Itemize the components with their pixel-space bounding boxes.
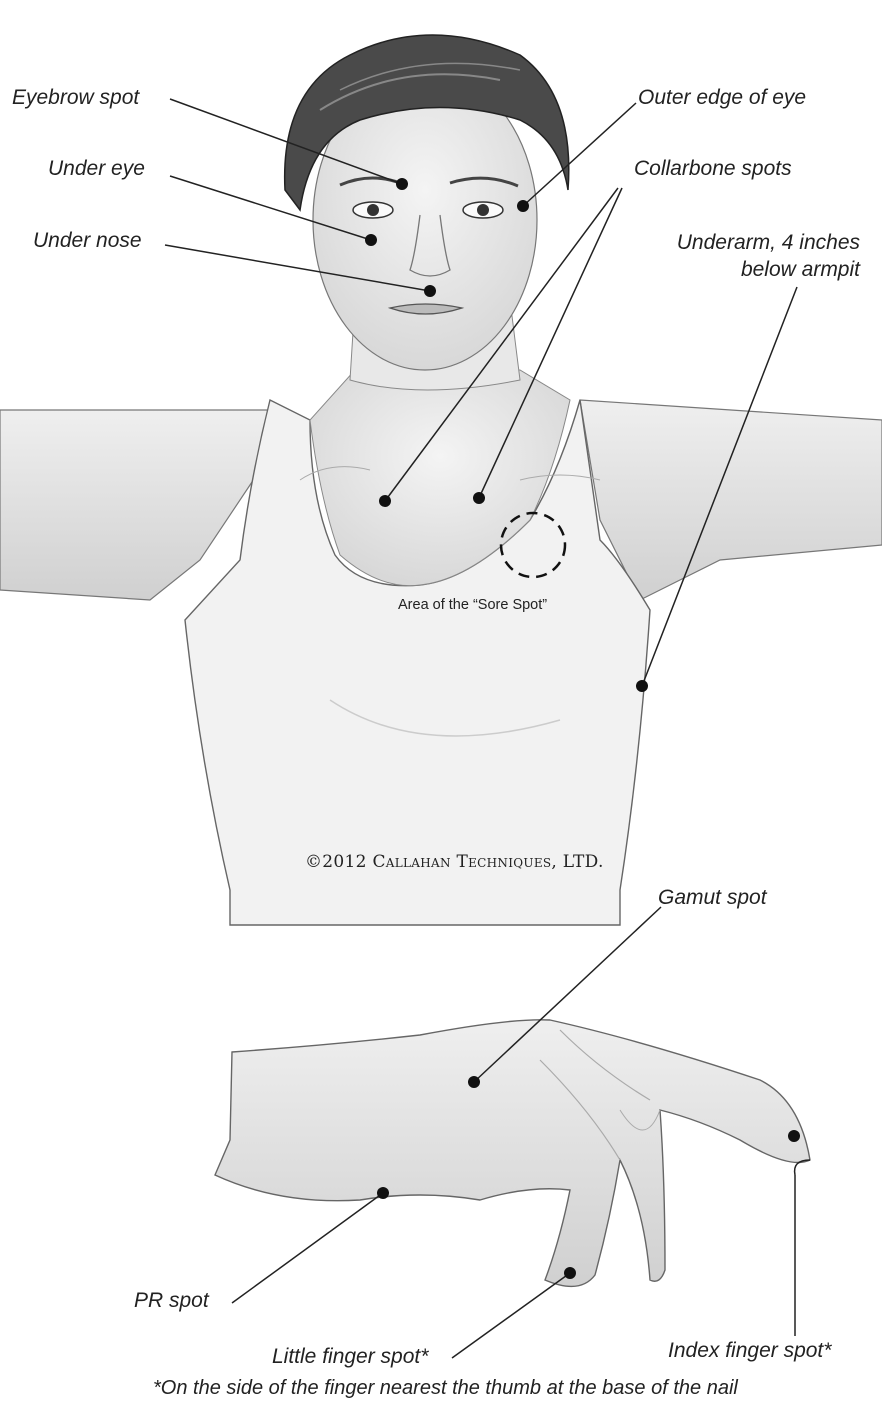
eyebrow-point: [396, 178, 408, 190]
copyright-text: ©2012 Callahan Techniques, LTD.: [305, 852, 604, 872]
little-finger-point: [564, 1267, 576, 1279]
forearm: [215, 1020, 810, 1287]
label-under-nose: Under nose: [33, 230, 142, 251]
label-little-finger-spot: Little finger spot*: [272, 1346, 428, 1367]
label-outer-edge-of-eye: Outer edge of eye: [638, 87, 806, 108]
label-sore-spot-area: Area of the “Sore Spot”: [398, 597, 547, 613]
label-underarm-line1: Underarm, 4 inches: [677, 232, 860, 253]
collarbone-point-left: [379, 495, 391, 507]
under-eye-point: [365, 234, 377, 246]
outer-eye-point: [517, 200, 529, 212]
index-finger-point: [788, 1130, 800, 1142]
right-arm: [580, 400, 882, 600]
underarm-point: [636, 680, 648, 692]
label-eyebrow-spot: Eyebrow spot: [12, 87, 139, 108]
label-under-eye: Under eye: [48, 158, 145, 179]
label-index-finger-spot: Index finger spot*: [668, 1340, 831, 1361]
label-underarm-line2: below armpit: [741, 259, 860, 280]
label-collarbone-spots: Collarbone spots: [634, 158, 792, 179]
label-gamut-spot: Gamut spot: [658, 887, 767, 908]
under-nose-point: [424, 285, 436, 297]
footnote: *On the side of the finger nearest the t…: [153, 1377, 738, 1400]
pr-point: [377, 1187, 389, 1199]
gamut-point: [468, 1076, 480, 1088]
label-pr-spot: PR spot: [134, 1290, 209, 1311]
collarbone-point-right: [473, 492, 485, 504]
